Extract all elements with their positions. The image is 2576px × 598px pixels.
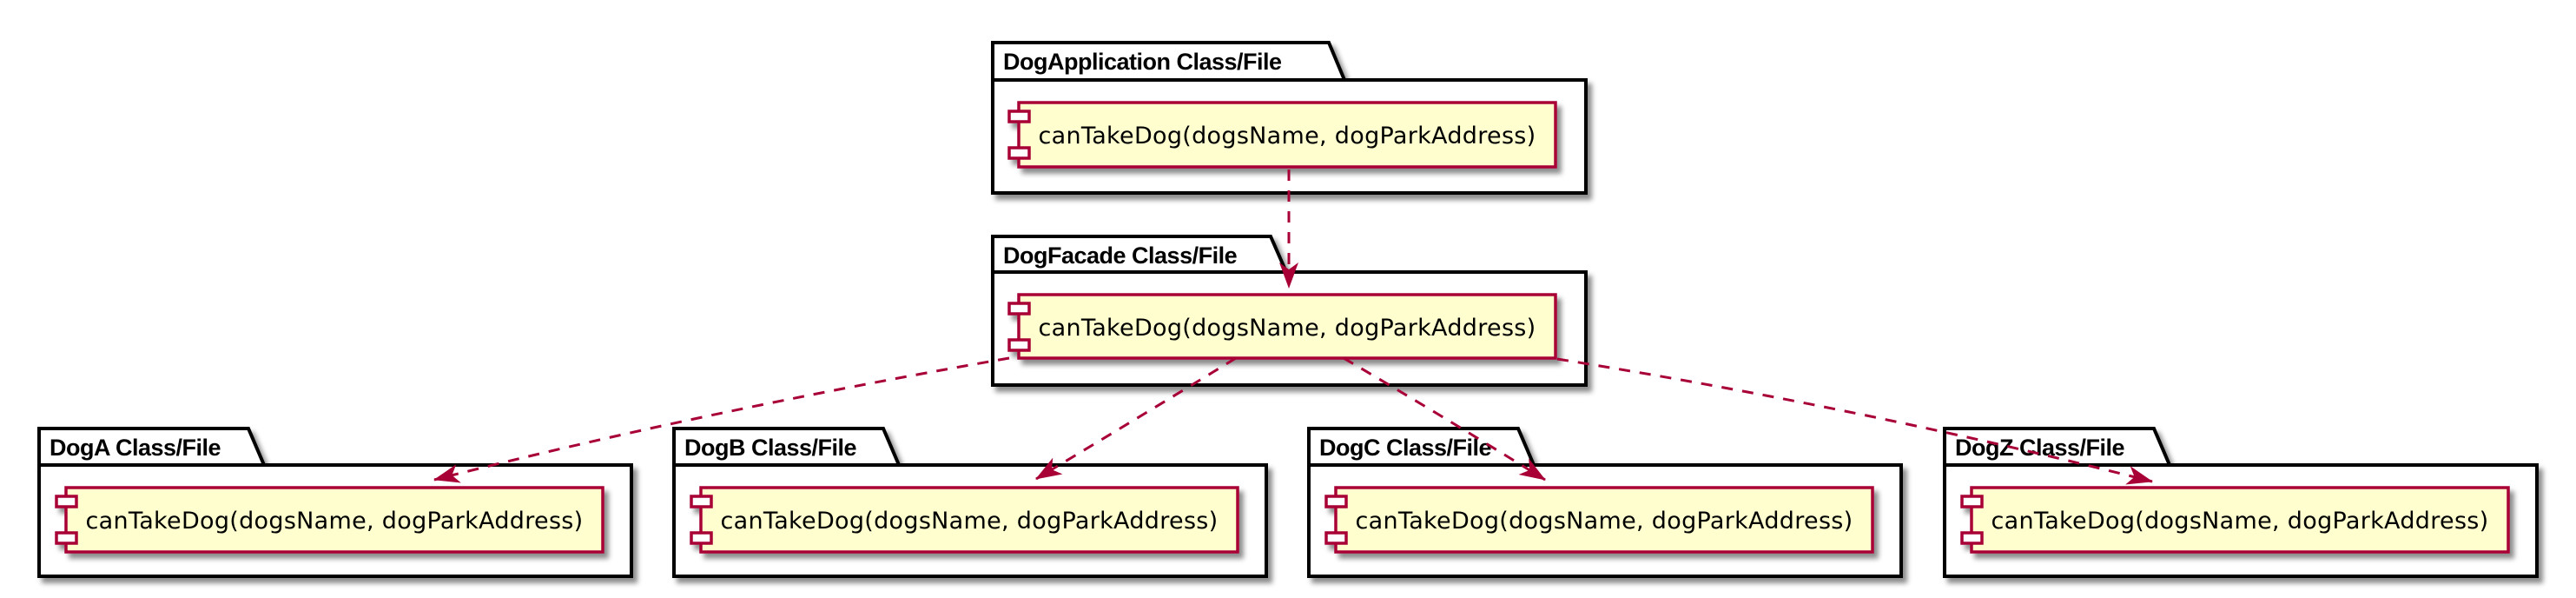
package-dogb: DogB Class/File canTakeDog(dogsName, dog… bbox=[672, 427, 1268, 578]
component-dogz bbox=[1960, 486, 2510, 554]
component-dogapplication bbox=[1007, 101, 1557, 169]
component-label: canTakeDog(dogsName, dogParkAddress) bbox=[1991, 508, 2488, 535]
package-title: DogZ Class/File bbox=[1955, 435, 2125, 461]
package-dogfacade: DogFacade Class/File canTakeDog(dogsName… bbox=[991, 235, 1588, 387]
package-title: DogB Class/File bbox=[684, 435, 857, 461]
component-label: canTakeDog(dogsName, dogParkAddress) bbox=[720, 508, 1218, 535]
component-port-icon bbox=[1324, 531, 1348, 545]
component-port-icon bbox=[1960, 531, 1984, 545]
arrow-dogfacade-to-dogb bbox=[1035, 356, 1237, 481]
component-doga bbox=[55, 486, 604, 554]
package-title: DogC Class/File bbox=[1319, 435, 1492, 461]
component-dogc bbox=[1324, 486, 1874, 554]
component-label: canTakeDog(dogsName, dogParkAddress) bbox=[1355, 508, 1853, 535]
component-port-icon bbox=[55, 495, 78, 508]
package-doga: DogA Class/File canTakeDog(dogsName, dog… bbox=[37, 427, 633, 578]
component-label: canTakeDog(dogsName, dogParkAddress) bbox=[1038, 315, 1536, 342]
component-box bbox=[1970, 486, 2510, 554]
component-port-icon bbox=[1324, 495, 1348, 508]
arrow-dogfacade-to-dogc bbox=[1343, 356, 1546, 482]
arrow-dogfacade-to-doga bbox=[433, 356, 1010, 483]
component-box bbox=[1334, 486, 1874, 554]
component-port-icon bbox=[1960, 495, 1984, 508]
component-port-icon bbox=[1007, 146, 1031, 160]
component-port-icon bbox=[55, 531, 78, 545]
component-port-icon bbox=[1007, 338, 1031, 352]
component-dogb bbox=[690, 486, 1239, 554]
component-port-icon bbox=[690, 531, 713, 545]
package-dogz: DogZ Class/File canTakeDog(dogsName, dog… bbox=[1943, 427, 2539, 578]
component-label: canTakeDog(dogsName, dogParkAddress) bbox=[85, 508, 583, 535]
component-box bbox=[64, 486, 604, 554]
package-title: DogFacade Class/File bbox=[1003, 243, 1238, 269]
component-box bbox=[699, 486, 1239, 554]
component-port-icon bbox=[1007, 302, 1031, 316]
component-port-icon bbox=[690, 495, 713, 508]
component-label: canTakeDog(dogsName, dogParkAddress) bbox=[1038, 123, 1536, 150]
component-dogfacade bbox=[1007, 293, 1557, 360]
package-title: DogApplication Class/File bbox=[1003, 49, 1282, 75]
arrow-dogfacade-to-dogz bbox=[1556, 357, 2153, 485]
package-title: DogA Class/File bbox=[50, 435, 221, 461]
component-box bbox=[1017, 293, 1557, 360]
component-port-icon bbox=[1007, 110, 1031, 123]
component-box bbox=[1017, 101, 1557, 169]
package-dogc: DogC Class/File canTakeDog(dogsName, dog… bbox=[1307, 427, 1903, 578]
